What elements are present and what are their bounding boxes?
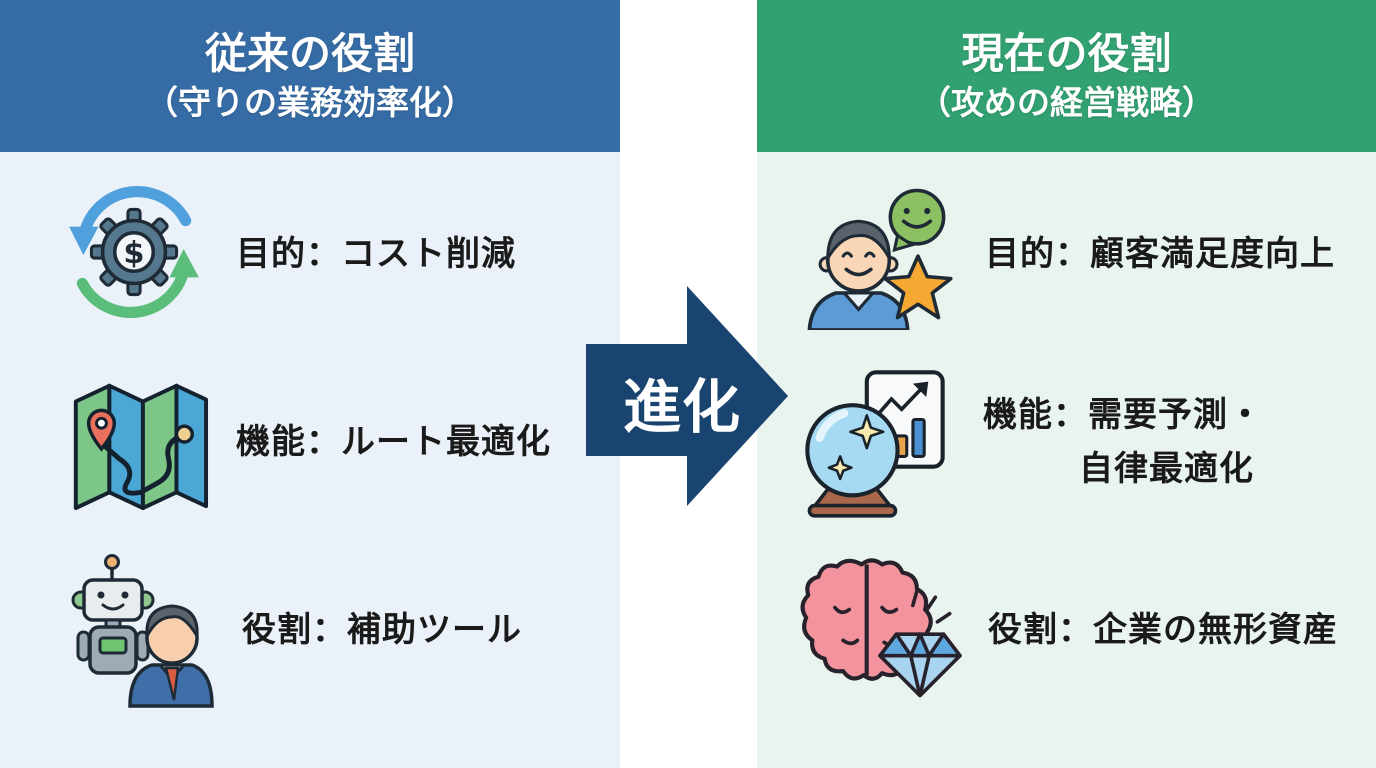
left-item-function: 機能：ルート最適化 [62, 360, 551, 524]
cost-cycle-icon: $ [58, 176, 210, 332]
right-panel-title: 現在の役割 [961, 28, 1172, 78]
right-item-function-line2: 自律最適化 [1079, 449, 1254, 489]
right-item-function-line1: 機能：需要予測・ [983, 394, 1263, 435]
left-item-purpose-label: 目的：コスト削減 [236, 233, 516, 274]
right-item-purpose: 目的：顧客満足度向上 [795, 172, 1335, 336]
right-item-purpose-label: 目的：顧客満足度向上 [985, 233, 1335, 274]
customer-satisfaction-icon [795, 174, 959, 334]
right-item-role-label: 役割：企業の無形資産 [988, 609, 1338, 650]
right-panel: 現在の役割 （攻めの経営戦略） [757, 0, 1376, 768]
left-panel-header: 従来の役割 （守りの業務効率化） [0, 0, 620, 152]
svg-text:$: $ [123, 236, 144, 271]
brain-diamond-icon [798, 550, 962, 710]
evolution-arrow-label: 進化 [622, 373, 741, 441]
right-item-function: 機能：需要予測・ 自律最適化 [793, 360, 1263, 524]
evolution-arrow [586, 286, 788, 506]
right-item-role: 役割：企業の無形資産 [798, 548, 1338, 712]
left-item-function-label: 機能：ルート最適化 [236, 421, 551, 462]
forecast-crystal-ball-icon [793, 362, 957, 522]
right-item-function-label: 機能：需要予測・ 自律最適化 [983, 388, 1263, 497]
left-panel-title: 従来の役割 [204, 28, 415, 78]
left-panel-subtitle: （守りの業務効率化） [145, 82, 475, 122]
left-item-purpose: $ 目的：コスト削減 [58, 172, 516, 336]
left-item-role-label: 役割：補助ツール [242, 609, 522, 650]
robot-assistant-icon [60, 548, 216, 712]
left-item-role: 役割：補助ツール [60, 548, 522, 712]
right-panel-subtitle: （攻めの経営戦略） [918, 82, 1215, 122]
right-panel-header: 現在の役割 （攻めの経営戦略） [757, 0, 1376, 152]
route-map-icon [62, 364, 210, 520]
